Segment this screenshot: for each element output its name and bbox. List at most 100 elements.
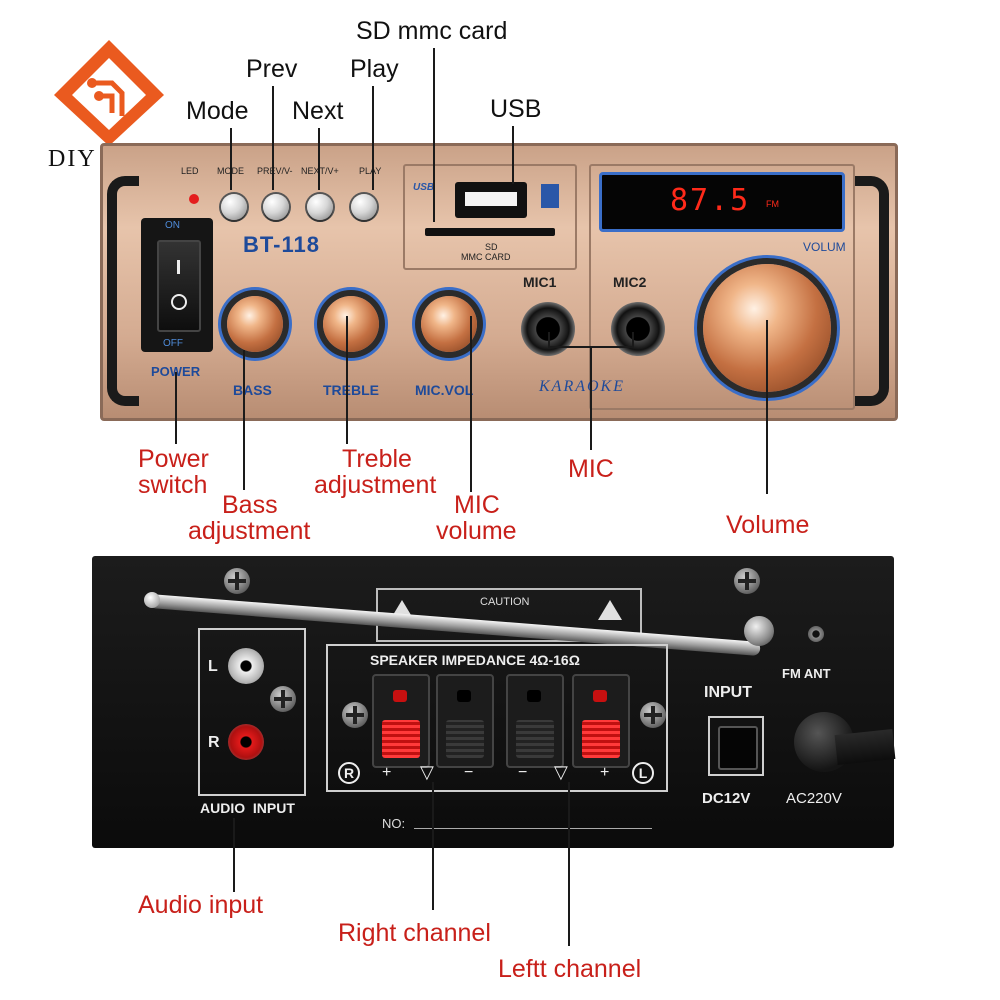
audio-input-label: AUDIO INPUT bbox=[200, 800, 295, 816]
leader-mic-v1 bbox=[548, 332, 550, 348]
warning-icon bbox=[598, 600, 622, 620]
power-switch[interactable]: ON OFF bbox=[141, 218, 213, 352]
speaker-terminal-right-plus[interactable] bbox=[372, 674, 430, 768]
callout-bass-line2: adjustment bbox=[188, 517, 311, 545]
treble-knob[interactable] bbox=[323, 296, 379, 352]
play-button[interactable] bbox=[351, 194, 377, 220]
callout-power-line1: Power bbox=[138, 445, 209, 473]
diy-box-logo-icon bbox=[54, 40, 164, 146]
antenna-tip bbox=[144, 592, 160, 608]
sd-card-slot[interactable] bbox=[425, 228, 555, 236]
channel-r-label: R bbox=[338, 762, 360, 784]
right-handle bbox=[855, 176, 889, 406]
switch-on-label: ON bbox=[165, 220, 180, 231]
ac-label: AC220V bbox=[786, 790, 842, 807]
callout-power: Power switch bbox=[138, 446, 209, 498]
callout-usb: USB bbox=[490, 95, 542, 123]
switch-off-label: OFF bbox=[163, 338, 183, 349]
leader-bass bbox=[243, 350, 245, 490]
mmc-card-label: MMC CARD bbox=[461, 252, 511, 262]
speaker-terminal-right-minus[interactable] bbox=[436, 674, 494, 768]
file-icon bbox=[541, 184, 559, 208]
bass-knob[interactable] bbox=[227, 296, 283, 352]
leader-power bbox=[175, 372, 177, 444]
leader-mode bbox=[230, 128, 232, 190]
dc-jack-frame bbox=[708, 716, 764, 776]
leader-play bbox=[372, 86, 374, 190]
switch-rocker bbox=[157, 240, 201, 332]
input-r-label: R bbox=[208, 734, 220, 751]
leader-audio-input bbox=[233, 818, 235, 892]
speaker-terminal-left-plus[interactable] bbox=[572, 674, 630, 768]
fm-ant-label: FM ANT bbox=[782, 666, 831, 681]
display-frequency: 87.5 bbox=[670, 183, 751, 218]
serial-line bbox=[414, 828, 652, 829]
fm-ant-jack[interactable] bbox=[808, 626, 824, 642]
led-label: LED bbox=[181, 166, 199, 176]
callout-bass-line1: Bass bbox=[222, 491, 278, 519]
leader-mic-vol bbox=[470, 316, 472, 492]
leader-prev bbox=[272, 86, 274, 190]
play-label: PLAY bbox=[359, 166, 382, 176]
channel-l-label: L bbox=[632, 762, 654, 784]
speaker-box: SPEAKER IMPEDANCE 4Ω-16Ω R + ▽ − − ▽ + L bbox=[326, 644, 668, 792]
led-indicator bbox=[189, 194, 199, 204]
speaker-terminal-left-minus[interactable] bbox=[506, 674, 564, 768]
rca-right-jack[interactable] bbox=[228, 724, 264, 760]
mic-vol-knob[interactable] bbox=[421, 296, 477, 352]
usb-icon: USB bbox=[413, 182, 435, 193]
ac-cord-cable bbox=[834, 729, 896, 765]
callout-treble-line1: Treble bbox=[342, 445, 412, 473]
sd-label: SD bbox=[485, 242, 498, 252]
audio-input-box: L R bbox=[198, 628, 306, 796]
callout-next: Next bbox=[292, 97, 344, 125]
front-panel: ON OFF POWER LED MODE PREV/V- NEXT/V+ PL… bbox=[100, 143, 898, 421]
leader-right-channel bbox=[432, 782, 434, 910]
leader-sd bbox=[433, 48, 435, 222]
mic1-label: MIC1 bbox=[523, 274, 557, 290]
input-l-label: L bbox=[208, 658, 218, 675]
bass-label: BASS bbox=[233, 382, 272, 398]
dc-jack[interactable] bbox=[718, 726, 758, 770]
antenna-mount bbox=[744, 616, 774, 646]
callout-mic-volume-line1: MIC bbox=[454, 491, 500, 519]
next-button[interactable] bbox=[307, 194, 333, 220]
callout-treble-line2: adjustment bbox=[314, 471, 437, 499]
mic-vol-label: MIC.VOL bbox=[415, 382, 474, 398]
left-handle bbox=[107, 176, 139, 406]
input-label: INPUT bbox=[704, 684, 752, 701]
minus-label: − bbox=[518, 764, 528, 781]
volume-label: VOLUM bbox=[803, 240, 846, 254]
leader-usb bbox=[512, 126, 514, 184]
leader-volume bbox=[766, 320, 768, 494]
plus-label: + bbox=[600, 764, 610, 781]
speaker-icon: ▽ bbox=[554, 762, 568, 782]
speaker-icon: ▽ bbox=[420, 762, 434, 782]
rca-left-jack[interactable] bbox=[228, 648, 264, 684]
callout-mic-volume-line2: volume bbox=[436, 517, 517, 545]
callout-sd-card: SD mmc card bbox=[356, 17, 508, 45]
callout-mic: MIC bbox=[568, 455, 614, 483]
callout-power-line2: switch bbox=[138, 471, 208, 499]
mode-button[interactable] bbox=[221, 194, 247, 220]
minus-label: − bbox=[464, 764, 474, 781]
screw-icon bbox=[224, 568, 250, 594]
karaoke-label: KARAOKE bbox=[539, 378, 625, 395]
usb-port[interactable] bbox=[455, 182, 527, 218]
plus-label: + bbox=[382, 764, 392, 781]
prev-button[interactable] bbox=[263, 194, 289, 220]
rear-panel: CAUTION FM ANT L R AUDIO INPUT SPEAKER I… bbox=[92, 556, 896, 848]
display-section: 87.5 FM VOLUM bbox=[589, 164, 855, 410]
usb-sd-section: USB SD MMC CARD bbox=[403, 164, 577, 270]
power-label: POWER bbox=[151, 364, 200, 379]
leader-mic bbox=[590, 346, 592, 450]
screw-icon bbox=[342, 702, 368, 728]
display-unit: FM bbox=[766, 199, 779, 209]
leader-left-channel bbox=[568, 782, 570, 946]
callout-play: Play bbox=[350, 55, 399, 83]
callout-treble: Treble adjustment bbox=[314, 446, 436, 498]
leader-treble bbox=[346, 316, 348, 444]
callout-volume: Volume bbox=[726, 511, 810, 539]
screw-icon bbox=[734, 568, 760, 594]
screw-icon bbox=[270, 686, 296, 712]
